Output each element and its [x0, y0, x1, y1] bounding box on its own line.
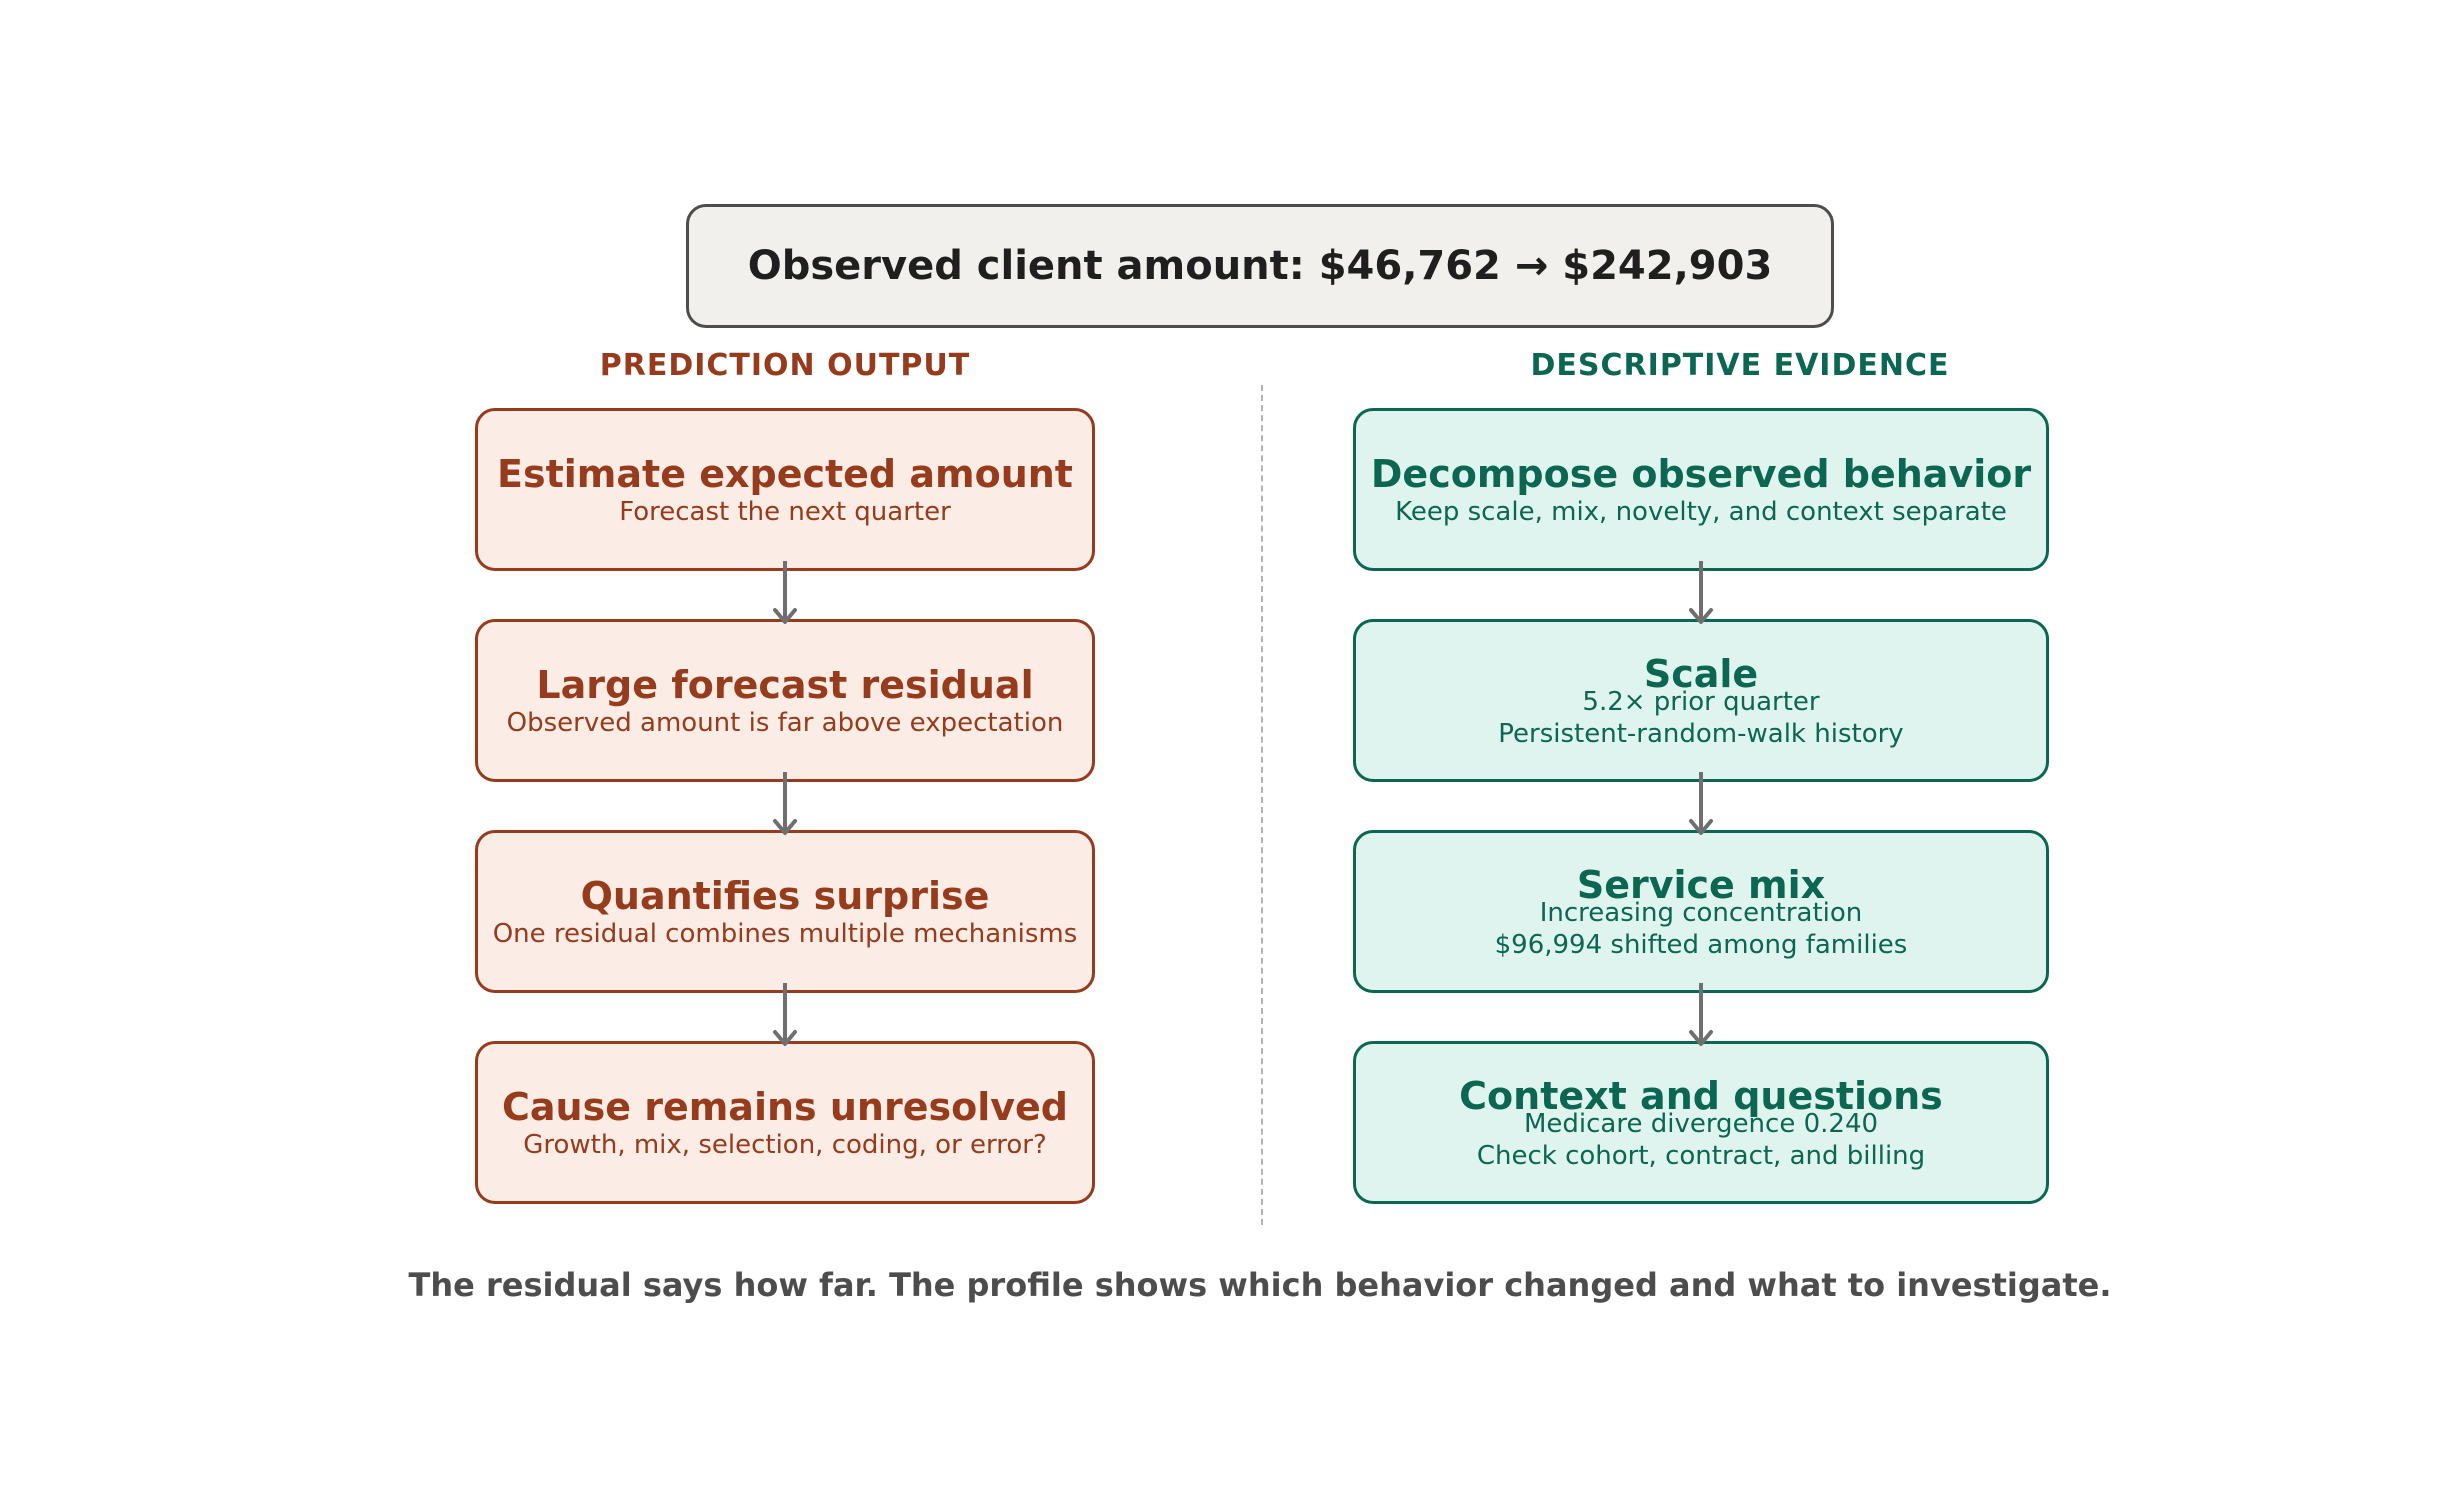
- prediction-box-surprise: Quantifies surprise One residual combine…: [475, 830, 1095, 993]
- evidence-box-detail: 5.2× prior quarter: [1582, 686, 1820, 717]
- observed-amount-box: Observed client amount: $46,762 → $242,9…: [686, 204, 1834, 328]
- prediction-box-residual: Large forecast residual Observed amount …: [475, 619, 1095, 782]
- prediction-box-title: Estimate expected amount: [497, 451, 1073, 496]
- evidence-box-title: Service mix: [1576, 862, 1826, 907]
- descriptive-evidence-heading: DESCRIPTIVE EVIDENCE: [1530, 348, 1950, 383]
- observed-amount-title: Observed client amount: $46,762 → $242,9…: [747, 243, 1773, 289]
- prediction-box-title: Quantifies surprise: [580, 873, 990, 918]
- prediction-box-title: Cause remains unresolved: [502, 1084, 1068, 1129]
- evidence-box-context: Context and questions Medicare divergenc…: [1353, 1041, 2049, 1204]
- prediction-box-subtitle: Observed amount is far above expectation: [506, 707, 1064, 738]
- prediction-box-subtitle: Growth, mix, selection, coding, or error…: [523, 1129, 1047, 1160]
- prediction-box-subtitle: One residual combines multiple mechanism…: [492, 918, 1078, 949]
- evidence-box-title: Decompose observed behavior: [1370, 451, 2032, 496]
- evidence-box-subtitle: Keep scale, mix, novelty, and context se…: [1395, 496, 2007, 527]
- down-arrow-icon: [770, 561, 800, 626]
- column-divider: [1261, 385, 1263, 1225]
- evidence-box-detail: Medicare divergence 0.240: [1523, 1108, 1879, 1139]
- evidence-box-detail: $96,994 shifted among families: [1494, 929, 1908, 960]
- down-arrow-icon: [1686, 561, 1716, 626]
- prediction-box-title: Large forecast residual: [536, 662, 1034, 707]
- down-arrow-icon: [770, 983, 800, 1048]
- prediction-output-heading: PREDICTION OUTPUT: [599, 348, 971, 383]
- evidence-box-detail: Persistent-random-walk history: [1498, 718, 1904, 749]
- evidence-box-title: Scale: [1643, 651, 1759, 696]
- evidence-box-title: Context and questions: [1459, 1073, 1943, 1118]
- evidence-box-decompose: Decompose observed behavior Keep scale, …: [1353, 408, 2049, 571]
- diagram-caption: The residual says how far. The profile s…: [408, 1266, 2112, 1304]
- prediction-box-unresolved: Cause remains unresolved Growth, mix, se…: [475, 1041, 1095, 1204]
- down-arrow-icon: [770, 772, 800, 837]
- down-arrow-icon: [1686, 983, 1716, 1048]
- evidence-box-scale: Scale 5.2× prior quarter Persistent-rand…: [1353, 619, 2049, 782]
- evidence-box-detail: Check cohort, contract, and billing: [1476, 1140, 1926, 1171]
- down-arrow-icon: [1686, 772, 1716, 837]
- prediction-box-estimate: Estimate expected amount Forecast the ne…: [475, 408, 1095, 571]
- evidence-box-service-mix: Service mix Increasing concentration $96…: [1353, 830, 2049, 993]
- prediction-box-subtitle: Forecast the next quarter: [619, 496, 951, 527]
- evidence-box-detail: Increasing concentration: [1539, 897, 1863, 928]
